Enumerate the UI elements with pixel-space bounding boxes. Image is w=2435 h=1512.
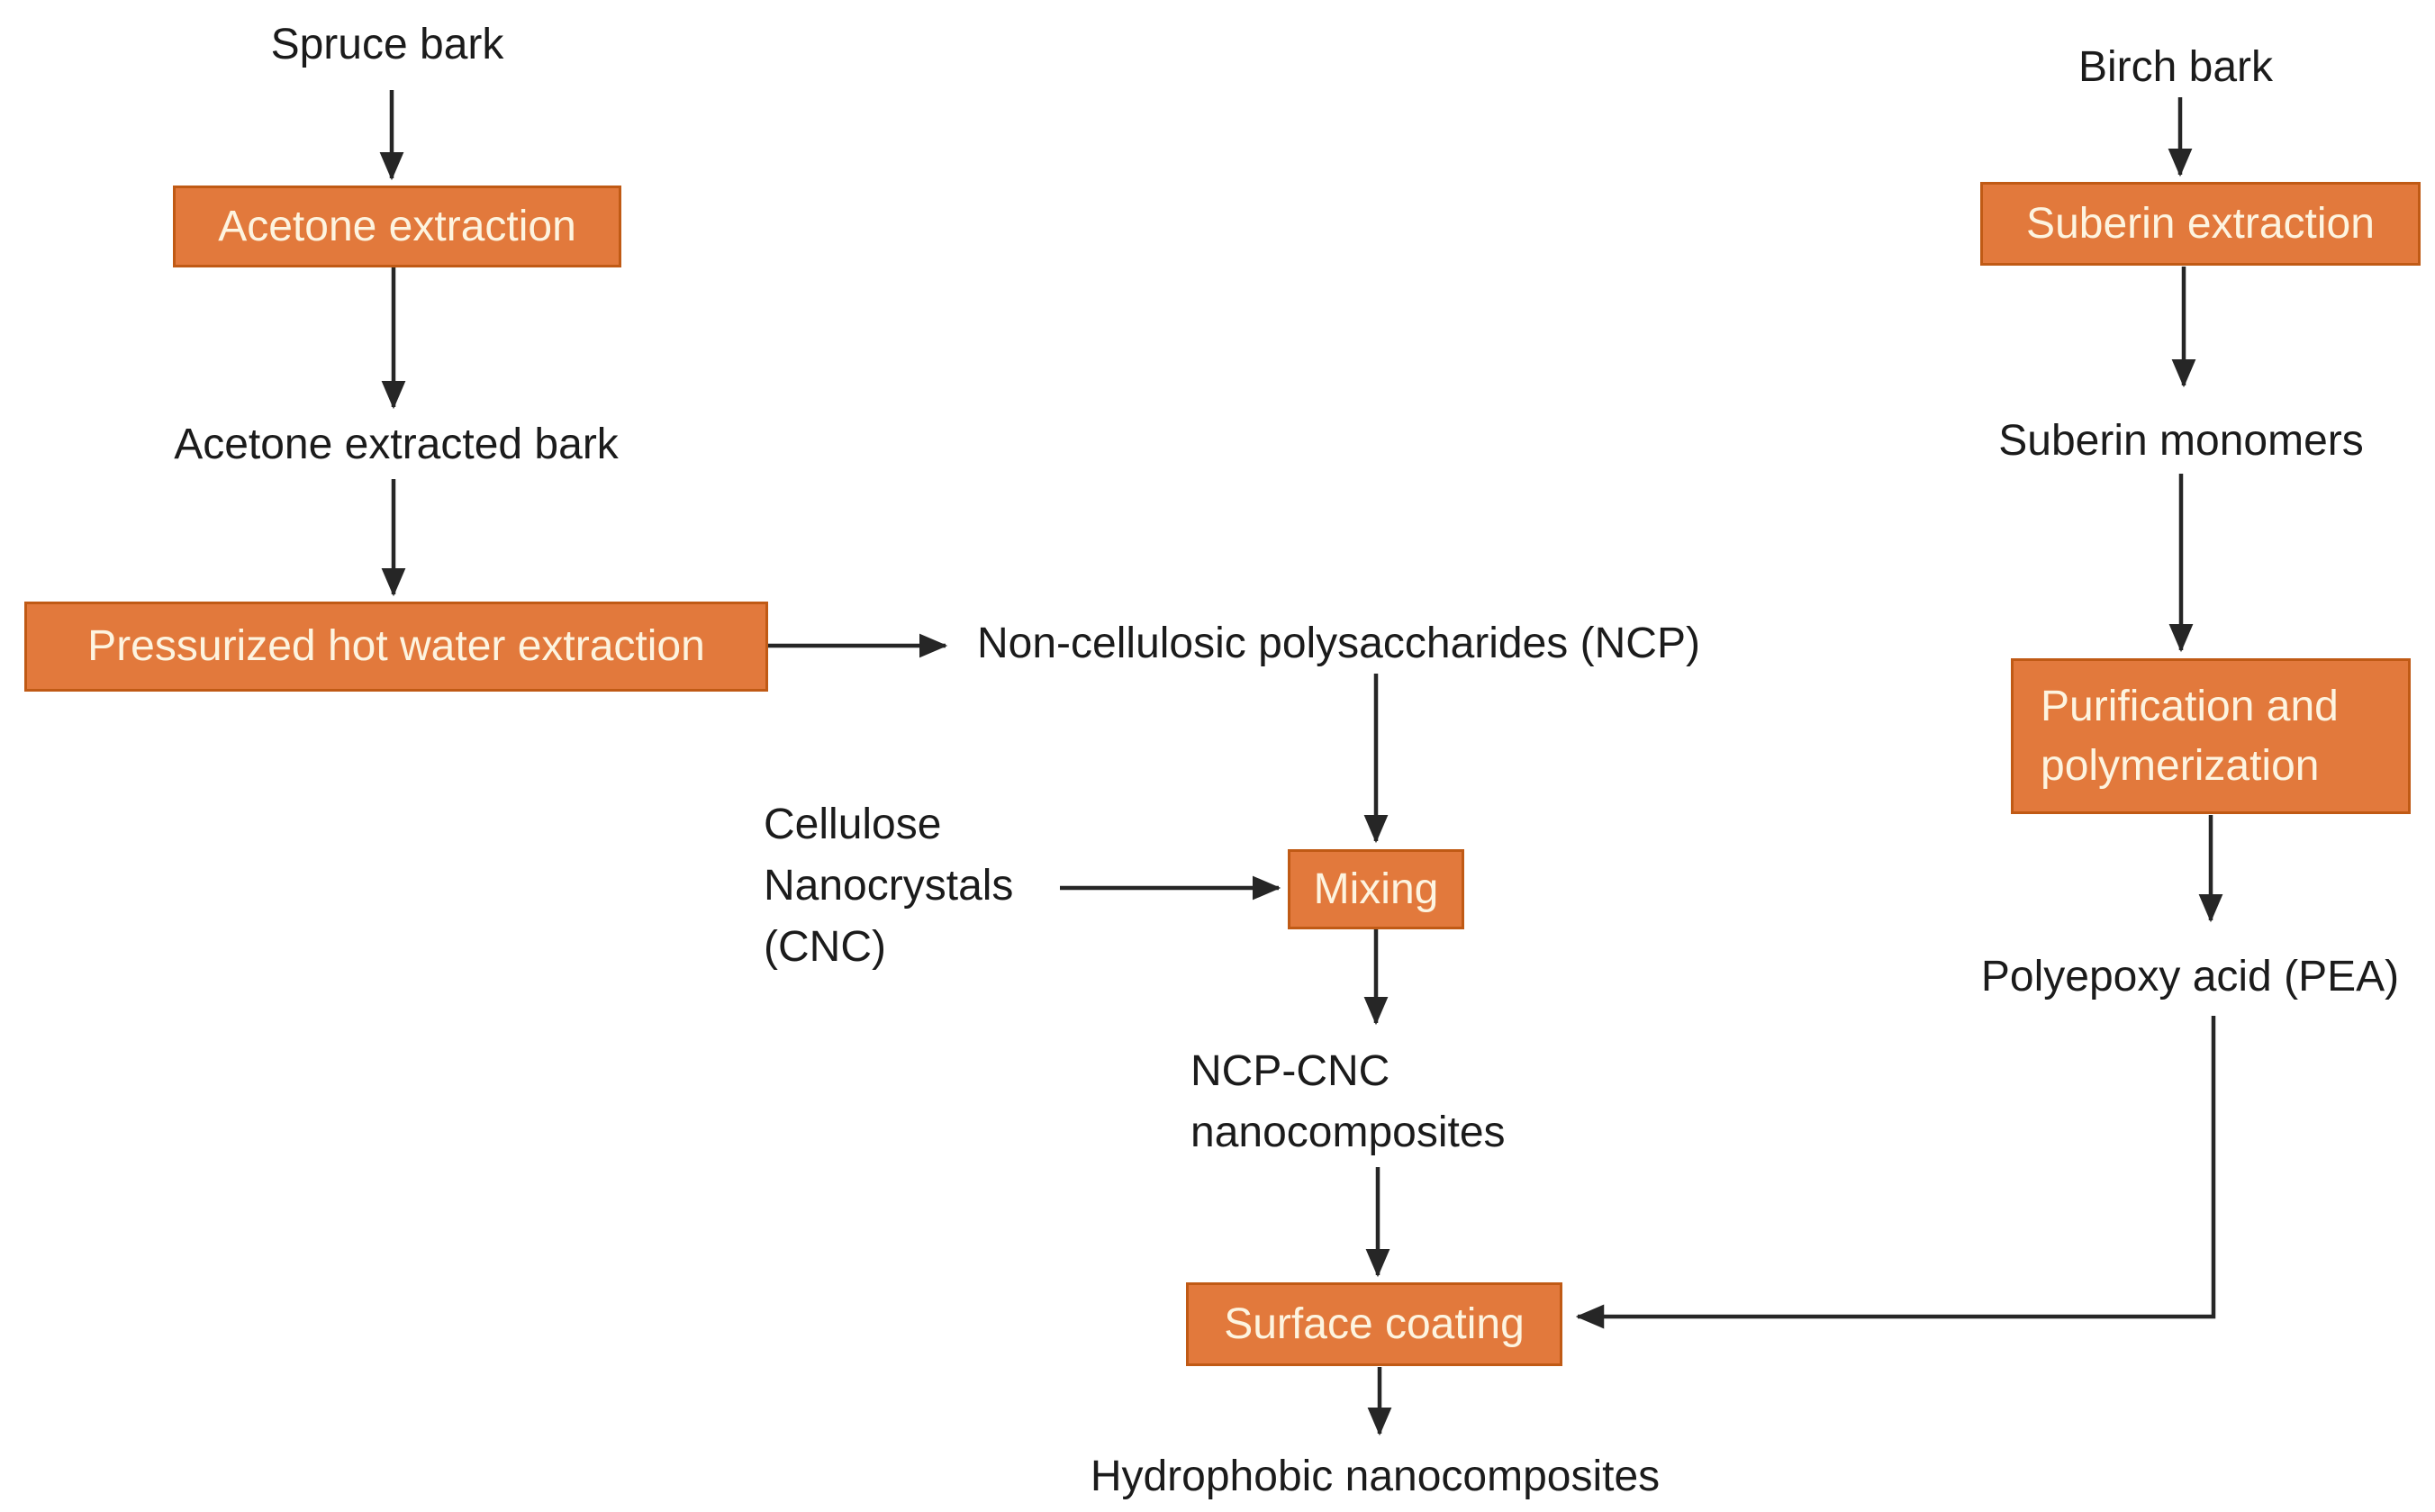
label-hydrophobic-nanocomposites: Hydrophobic nanocomposites: [1090, 1453, 1661, 1500]
label-spruce-bark: Spruce bark: [270, 21, 504, 68]
label-acetone-extracted-bark: Acetone extracted bark: [174, 421, 619, 468]
process-box-mixing: Mixing: [1288, 849, 1464, 929]
label-ncp-cnc-nanocomposites: NCP-CNC nanocomposites: [1190, 1047, 1506, 1156]
label-suberin-monomers: Suberin monomers: [1998, 417, 2364, 465]
process-box-surface-coating: Surface coating: [1186, 1282, 1562, 1366]
arrow-pea-to-surface-coating: [1575, 1016, 2216, 1329]
label-birch-bark: Birch bark: [2077, 43, 2274, 91]
label-cellulose-nanocrystals: Cellulose Nanocrystals (CNC): [764, 801, 1014, 971]
label-non-cellulosic-polysaccharides: Non-cellulosic polysaccharides (NCP): [977, 620, 1700, 667]
process-box-pressurized-hot-water-extraction: Pressurized hot water extraction: [24, 602, 768, 692]
label-polyepoxy-acid: Polyepoxy acid (PEA): [1980, 953, 2400, 1000]
process-box-purification-and-polymerization: Purification and polymerization: [2011, 658, 2411, 814]
process-box-acetone-extraction: Acetone extraction: [173, 186, 621, 267]
process-box-suberin-extraction: Suberin extraction: [1980, 182, 2421, 266]
